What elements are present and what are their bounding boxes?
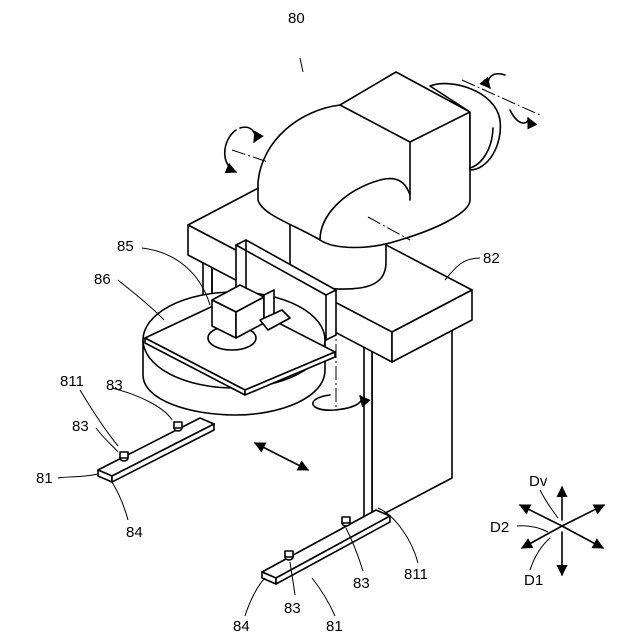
label-811-right: 811 xyxy=(404,566,428,583)
label-d1: D1 xyxy=(524,572,543,589)
label-85: 85 xyxy=(117,238,134,255)
label-80: 80 xyxy=(288,10,305,27)
d2-down-arrow xyxy=(562,526,603,548)
label-811-left: 811 xyxy=(60,373,84,390)
right-rail-81 xyxy=(262,510,390,584)
label-84-right: 84 xyxy=(233,618,250,635)
label-81-right: 81 xyxy=(326,618,343,635)
left-rail-81 xyxy=(98,418,214,482)
label-d2: D2 xyxy=(490,519,509,536)
label-dv: Dv xyxy=(529,473,548,490)
label-83-right-upper: 83 xyxy=(353,575,370,592)
label-81-left: 81 xyxy=(36,470,53,487)
label-83-left-upper: 83 xyxy=(106,377,123,394)
label-83-right-lower: 83 xyxy=(284,600,301,617)
label-86: 86 xyxy=(94,271,111,288)
label-84-left: 84 xyxy=(126,524,143,541)
d1-up-arrow xyxy=(562,505,604,526)
label-83-left-lower: 83 xyxy=(72,418,89,435)
label-82: 82 xyxy=(483,250,500,267)
